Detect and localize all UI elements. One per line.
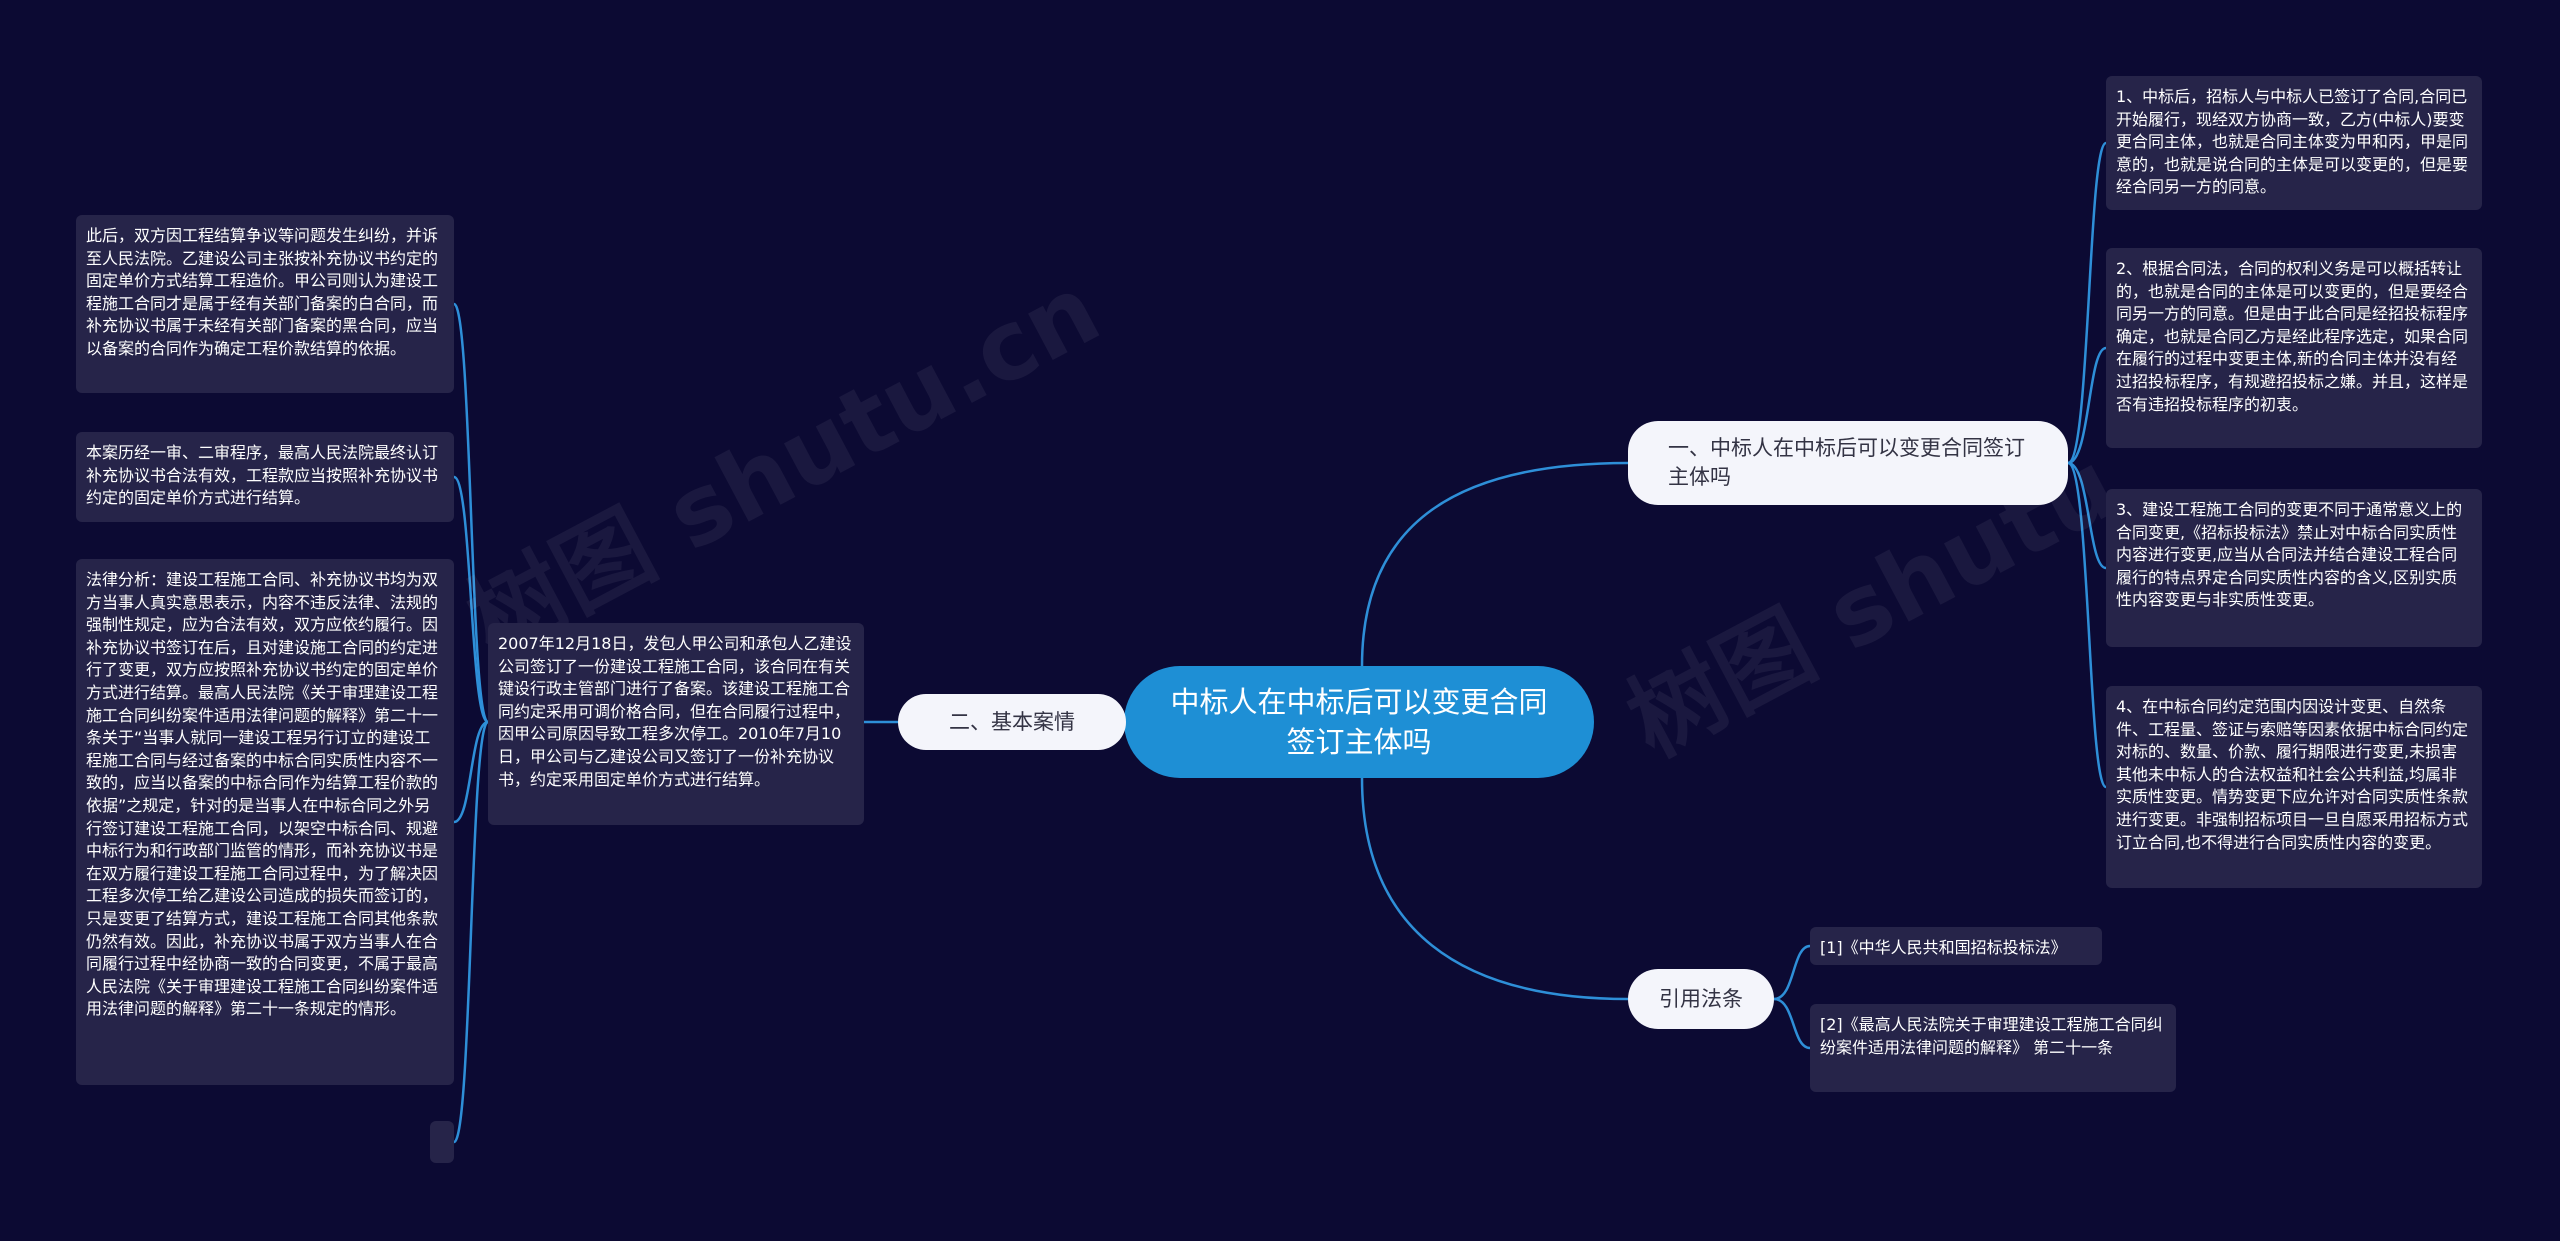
link-left-leaf-1	[452, 302, 490, 724]
leaf-case-summary: 2007年12月18日，发包人甲公司和承包人乙建设公司签订了一份建设工程施工合同…	[488, 623, 864, 825]
leaf-right-2: 2、根据合同法，合同的权利义务是可以概括转让的，也就是合同的主体是可以变更的，但…	[2106, 248, 2482, 448]
link-right-leaf-3	[2067, 461, 2107, 570]
link-left-leaf-2	[452, 475, 490, 724]
branch-case-facts-label: 二、基本案情	[949, 709, 1075, 734]
link-left-leaf-3	[453, 720, 489, 824]
link-right-leaf-2	[2067, 346, 2107, 465]
link-root-branch-right	[1360, 461, 1629, 667]
link-left-leaf-4	[452, 720, 490, 1144]
leaf-case-4	[430, 1121, 454, 1163]
leaf-case-3: 法律分析：建设工程施工合同、补充协议书均为双方当事人真实意思表示，内容不违反法律…	[76, 559, 454, 1085]
branch-citations-label: 引用法条	[1659, 986, 1743, 1011]
leaf-case-2: 本案历经一审、二审程序，最高人民法院最终认订补充协议书合法有效，工程款应当按照补…	[76, 432, 454, 522]
leaf-cite-1: [1]《中华人民共和国招标投标法》	[1810, 927, 2102, 965]
branch-change-subject[interactable]: 一、中标人在中标后可以变更合同签订主体吗	[1628, 421, 2068, 505]
leaf-cite-2: [2]《最高人民法院关于审理建设工程施工合同纠纷案件适用法律问题的解释》 第二十…	[1810, 1004, 2176, 1092]
branch-citations[interactable]: 引用法条	[1628, 969, 1774, 1029]
root-label: 中标人在中标后可以变更合同签订主体吗	[1170, 685, 1548, 759]
link-cite-leaf-1	[1773, 944, 1811, 1001]
branch-change-subject-label: 一、中标人在中标后可以变更合同签订主体吗	[1668, 436, 2025, 489]
leaf-right-1: 1、中标后，招标人与中标人已签订了合同,合同已开始履行，现经双方协商一致，乙方(…	[2106, 76, 2482, 210]
leaf-case-1: 此后，双方因工程结算争议等问题发生纠纷，并诉至人民法院。乙建设公司主张按补充协议…	[76, 215, 454, 393]
link-right-leaf-4	[2067, 461, 2108, 789]
leaf-right-4: 4、在中标合同约定范围内因设计变更、自然条件、工程量、签证与索赔等因素依据中标合…	[2106, 686, 2482, 888]
branch-case-facts[interactable]: 二、基本案情	[898, 694, 1126, 750]
leaf-right-3: 3、建设工程施工合同的变更不同于通常意义上的合同变更,《招标投标法》禁止对中标合…	[2106, 489, 2482, 647]
root-node[interactable]: 中标人在中标后可以变更合同签订主体吗	[1124, 666, 1594, 778]
link-root-branch-cite	[1360, 777, 1629, 1001]
link-cite-leaf-2	[1773, 997, 1811, 1050]
link-right-leaf-1	[2066, 141, 2108, 465]
